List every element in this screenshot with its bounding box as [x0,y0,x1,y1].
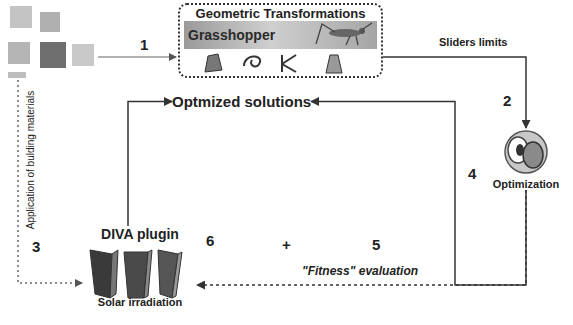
group-box: Geometric TransformationsGrasshopper [178,3,383,78]
building-blocks [90,250,182,298]
connector [311,102,526,286]
node-text: Geometric Transformations [180,6,381,21]
tool-band: Grasshopper [184,21,377,49]
input-arrow [98,56,176,58]
callout-number: 1 [140,36,148,53]
node-text: DIVA plugin [83,226,197,242]
node-text: Optmized solutions [172,93,311,110]
node-text: Grasshopper [184,21,377,49]
plugin-node: DIVA pluginSolar irradiation [83,226,197,308]
callout-number: + [282,236,291,253]
materials-arrow [18,80,82,283]
result-text: Optmized solutions [172,93,311,110]
material-squares [8,6,94,78]
callout-number: 2 [503,92,511,109]
callout-number: 6 [206,232,214,249]
side-label: Application of bulding materials [25,91,36,229]
grasshopper-icon [316,23,372,45]
edge-label: "Fitness" evaluation [300,264,420,278]
connector [128,102,172,227]
callout-number: 5 [372,236,380,253]
node-text: Solar irradiation [83,296,197,308]
optimization-icon [505,131,547,173]
grasshopper-band [184,21,377,49]
edge-label: Sliders limits [437,36,509,48]
callout-number: 4 [468,165,476,182]
tool-icons [205,54,342,73]
callout-number: 3 [32,238,40,255]
optimization-node: Optimization [490,128,562,190]
node-text: Optimization [490,178,562,190]
connector [197,190,526,285]
